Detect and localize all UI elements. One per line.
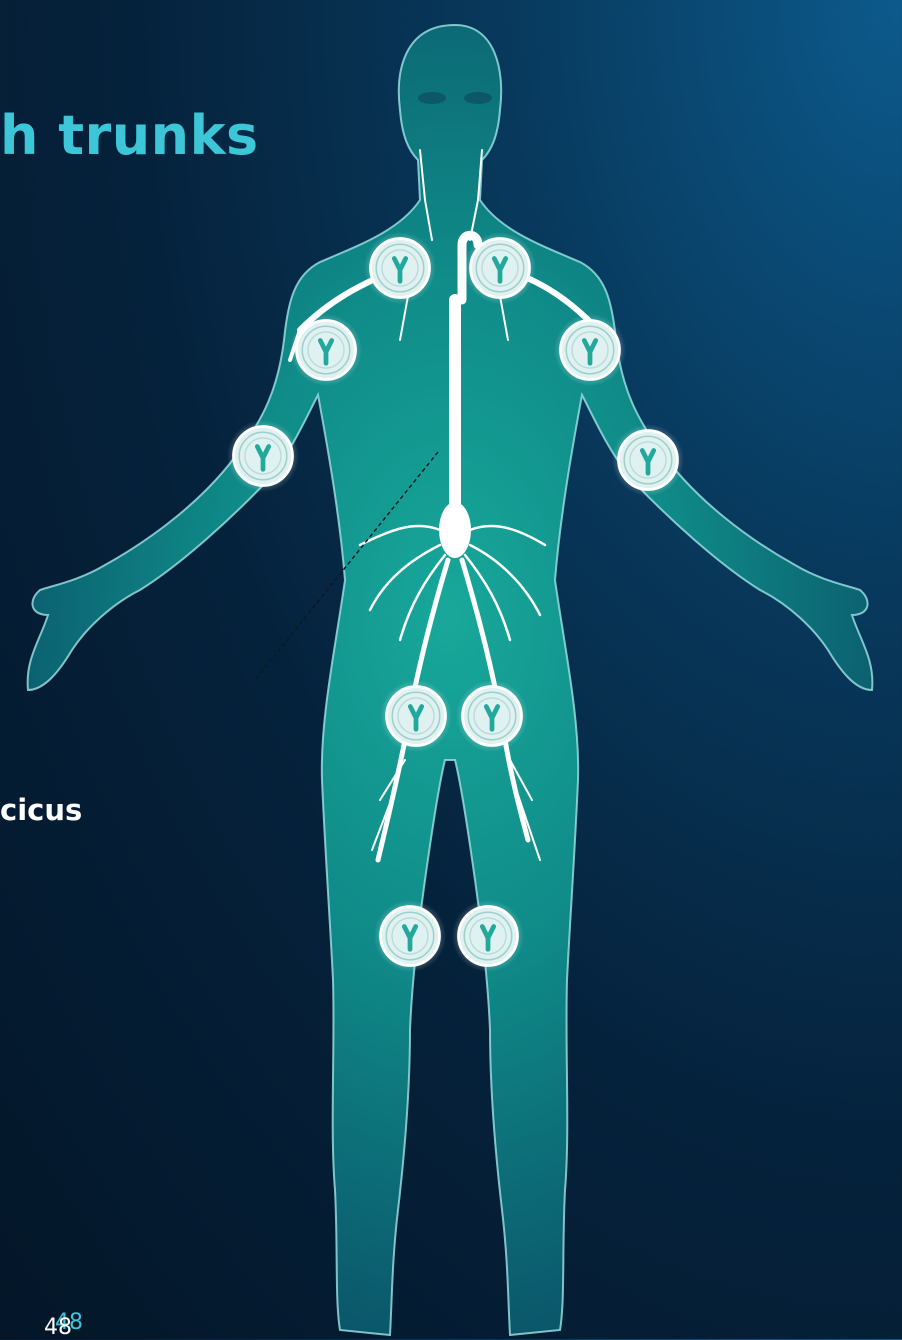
antibody-icon <box>456 680 528 752</box>
side-label: cicus <box>0 793 82 827</box>
antibody-icon <box>554 314 626 386</box>
page-number: 48 <box>44 1315 72 1340</box>
antibody-icon <box>227 420 299 492</box>
antibody-icon <box>290 314 362 386</box>
slide-title: h trunks <box>0 104 259 167</box>
body-outline <box>28 25 873 1335</box>
antibody-icon <box>452 900 524 972</box>
antibody-icon <box>380 680 452 752</box>
antibody-icon <box>374 900 446 972</box>
antibody-icon <box>464 232 536 304</box>
antibody-icon <box>364 232 436 304</box>
antibody-icon <box>612 424 684 496</box>
